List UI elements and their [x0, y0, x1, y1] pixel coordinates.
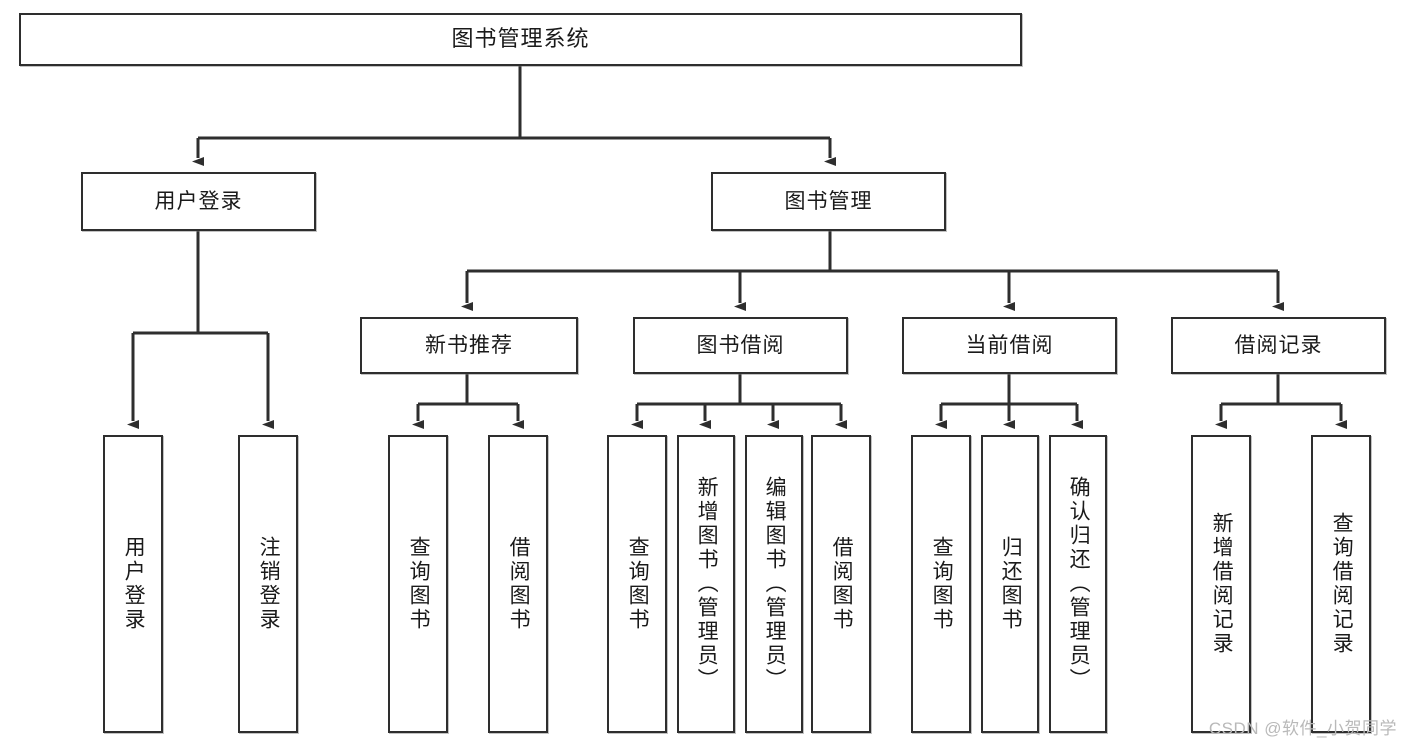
node-label: 注销登录 — [257, 536, 281, 632]
node-label: 编辑图书（管理员） — [763, 476, 787, 692]
node-borrow-record[interactable]: 借阅记录 — [1171, 317, 1386, 374]
leaf-book-borrow-borrow[interactable]: 借阅图书 — [811, 435, 871, 733]
node-label: 新增图书（管理员） — [695, 476, 719, 692]
node-label: 查询图书 — [407, 536, 431, 632]
node-label: 确认归还（管理员） — [1067, 476, 1091, 692]
node-new-book-recommend[interactable]: 新书推荐 — [360, 317, 578, 374]
node-label: 借阅记录 — [1234, 333, 1323, 357]
node-root-system[interactable]: 图书管理系统 — [19, 13, 1022, 66]
node-label: 查询图书 — [626, 536, 650, 632]
leaf-user-login-login[interactable]: 用户登录 — [103, 435, 163, 733]
leaf-current-borrow-confirm-return[interactable]: 确认归还（管理员） — [1049, 435, 1107, 733]
node-label: 当前借阅 — [965, 333, 1054, 357]
node-label: 图书管理 — [784, 189, 873, 213]
csdn-watermark: CSDN @软件_小贺同学 — [1208, 719, 1397, 738]
leaf-book-borrow-query[interactable]: 查询图书 — [607, 435, 667, 733]
leaf-user-login-logout[interactable]: 注销登录 — [238, 435, 298, 733]
node-label: 借阅图书 — [507, 536, 531, 632]
node-label: 归还图书 — [999, 536, 1023, 632]
node-current-borrow[interactable]: 当前借阅 — [902, 317, 1117, 374]
leaf-book-borrow-edit[interactable]: 编辑图书（管理员） — [745, 435, 803, 733]
node-label: 用户登录 — [122, 536, 146, 632]
leaf-borrow-record-query[interactable]: 查询借阅记录 — [1311, 435, 1371, 733]
node-label: 查询借阅记录 — [1330, 512, 1354, 656]
node-label: 新书推荐 — [425, 333, 513, 357]
leaf-current-borrow-query[interactable]: 查询图书 — [911, 435, 971, 733]
leaf-new-book-borrow[interactable]: 借阅图书 — [488, 435, 548, 733]
node-label: 新增借阅记录 — [1210, 512, 1234, 656]
node-book-management[interactable]: 图书管理 — [711, 172, 946, 231]
node-label: 图书管理系统 — [451, 26, 590, 52]
node-label: 用户登录 — [154, 189, 243, 213]
leaf-new-book-query[interactable]: 查询图书 — [388, 435, 448, 733]
leaf-current-borrow-return[interactable]: 归还图书 — [981, 435, 1039, 733]
node-label: 查询图书 — [930, 536, 954, 632]
node-user-login[interactable]: 用户登录 — [81, 172, 316, 231]
leaf-borrow-record-add[interactable]: 新增借阅记录 — [1191, 435, 1251, 733]
node-label: 图书借阅 — [696, 333, 785, 357]
node-label: 借阅图书 — [830, 536, 854, 632]
node-book-borrow[interactable]: 图书借阅 — [633, 317, 848, 374]
leaf-book-borrow-add[interactable]: 新增图书（管理员） — [677, 435, 735, 733]
